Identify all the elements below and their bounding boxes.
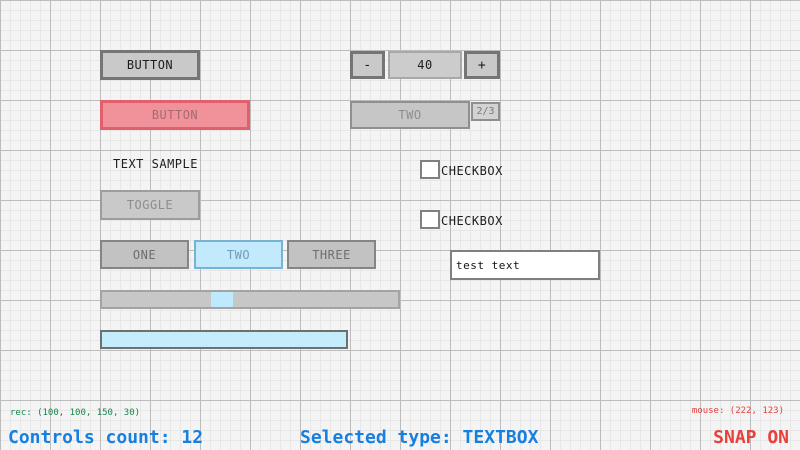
hovered-button[interactable]: BUTTON [100, 100, 250, 130]
tab-three[interactable]: THREE [287, 240, 376, 269]
checkbox-2-box[interactable] [420, 210, 440, 229]
status-mouse-readout: mouse: (222, 123) [691, 406, 784, 416]
status-selected-type: Selected type: TEXTBOX [300, 427, 539, 448]
spinner-value: 40 [388, 51, 462, 79]
status-snap-indicator: SNAP ON [713, 427, 789, 448]
dropdown-page-indicator: 2/3 [471, 102, 500, 121]
spinner-increment-button[interactable]: + [464, 51, 500, 79]
checkbox-2-label: CHECKBOX [441, 214, 503, 228]
status-rect-readout: rec: (100, 100, 150, 30) [10, 408, 141, 418]
checkbox-1-label: CHECKBOX [441, 164, 503, 178]
slider-track[interactable] [100, 290, 400, 309]
status-controls-count: Controls count: 12 [8, 427, 204, 448]
progress-bar [100, 330, 348, 349]
toggle-button[interactable]: TOGGLE [100, 190, 200, 220]
dropdown-selected-value[interactable]: TWO [350, 101, 470, 129]
tab-two-selected[interactable]: TWO [194, 240, 283, 269]
textbox-input[interactable]: test text [450, 250, 600, 280]
text-sample-label: TEXT SAMPLE [113, 157, 198, 171]
sample-button[interactable]: BUTTON [100, 50, 200, 80]
spinner-decrement-button[interactable]: - [350, 51, 385, 79]
tab-one[interactable]: ONE [100, 240, 189, 269]
slider-handle[interactable] [211, 292, 233, 307]
checkbox-1-box[interactable] [420, 160, 440, 179]
